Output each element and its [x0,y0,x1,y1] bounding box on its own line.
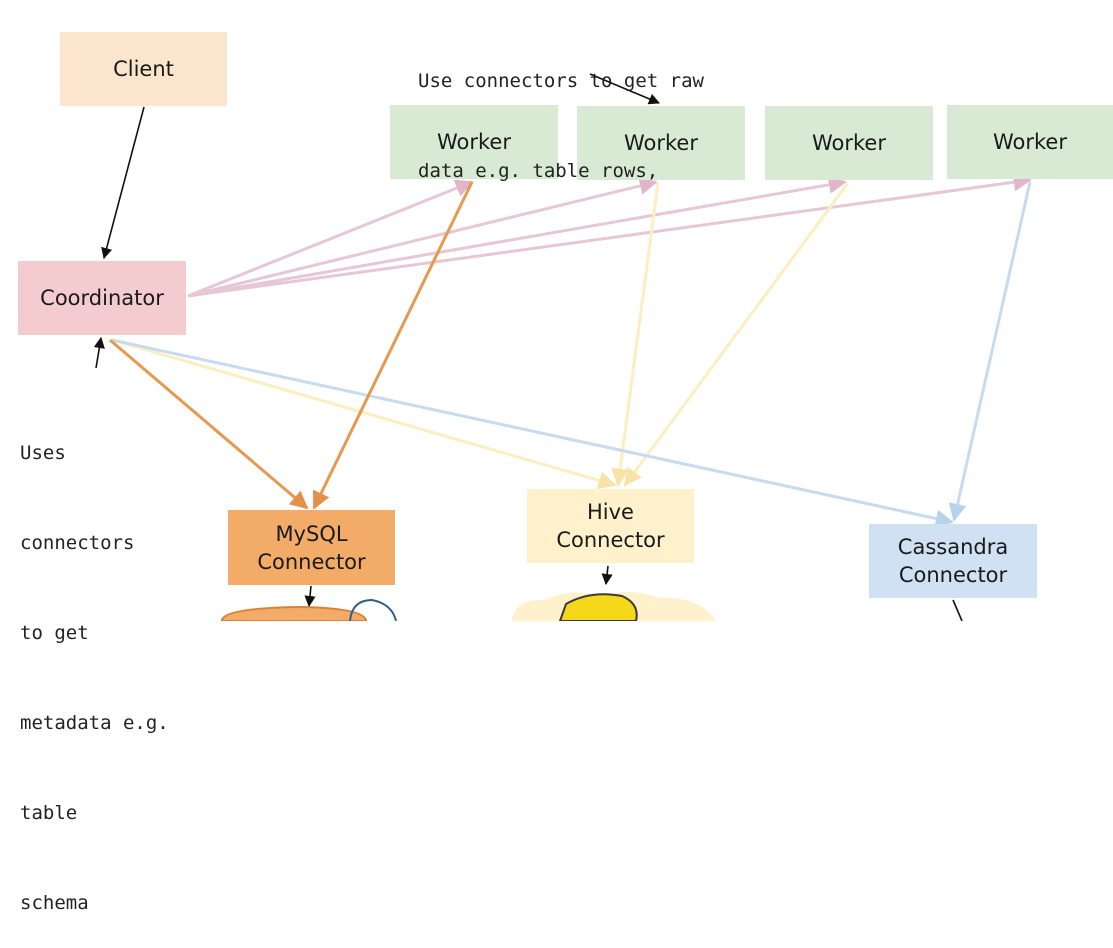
edge-worker2-hive [611,182,660,487]
note-metadata-line5: table [20,802,78,824]
coordinator-node: Coordinator [18,261,186,335]
architecture-diagram [93,73,1032,621]
client-node: Client [60,32,227,106]
mysql-label-line2: Connector [257,549,366,574]
cassandra-connector-node: Cassandra Connector [869,524,1037,598]
edges-to-cassandra [111,181,1032,528]
note-raw-data-line2: data e.g. table rows, [418,160,659,182]
arrow-mysql-down [304,585,316,608]
hive-connector-node: Hive Connector [527,489,694,563]
note-metadata-line6: schema [20,892,89,914]
edge-coordinator-worker-1 [187,179,474,298]
edges-black [93,73,963,621]
edge-coordinator-worker-3 [187,175,847,298]
edge-coordinator-mysql [109,338,309,510]
edge-worker4-cassandra [948,181,1032,522]
arrow-note-top [589,73,661,105]
hive-elephant-icon [558,593,638,621]
worker-node-2: Worker [577,106,745,180]
client-label: Client [113,57,174,81]
worker-label: Worker [624,131,698,155]
edge-coordinator-cassandra [111,338,954,528]
cassandra-label-line2: Connector [898,563,1008,587]
note-metadata-line4: metadata e.g. [20,712,169,734]
arrow-hive-down [601,565,613,586]
arrow-note-left [93,336,105,369]
note-raw-data-line1: Use connectors to get raw [418,70,704,92]
note-metadata-line2: connectors [20,532,135,554]
mysql-db-icon [221,605,367,621]
edge-client-coordinator [101,106,145,260]
edges-to-mysql [109,181,474,510]
worker-node-3: Worker [765,106,933,180]
worker-node-1: Worker [390,105,558,179]
edges-to-hive [111,182,850,490]
note-raw-data: Use connectors to get raw data e.g. tabl… [418,6,704,216]
edges-coordinator-to-workers [187,173,1032,298]
note-metadata: Uses connectors to get metadata e.g. tab… [20,378,169,948]
note-metadata-line3: to get [20,622,89,644]
worker-node-4: Worker [947,105,1113,179]
arrow-cassandra-down [952,599,963,621]
mysql-label-line1: MySQL [275,521,348,546]
cassandra-label-line1: Cassandra [897,535,1009,559]
coordinator-label: Coordinator [40,286,164,310]
edge-worker3-hive [623,182,850,487]
datastore-illustrations [221,591,716,621]
worker-label: Worker [812,131,886,155]
hive-label-line1: Hive [587,500,634,524]
worker-label: Worker [437,130,511,154]
edge-worker1-mysql [312,181,474,510]
mysql-dolphin-icon [349,598,397,621]
note-metadata-line1: Uses [20,442,66,464]
hive-label-line2: Connector [556,528,665,552]
worker-label: Worker [993,130,1067,154]
edge-coordinator-worker-2 [187,177,658,298]
mysql-connector-node: MySQL Connector [228,510,395,585]
edge-coordinator-worker-4 [187,173,1032,298]
edge-coordinator-hive [111,338,617,490]
